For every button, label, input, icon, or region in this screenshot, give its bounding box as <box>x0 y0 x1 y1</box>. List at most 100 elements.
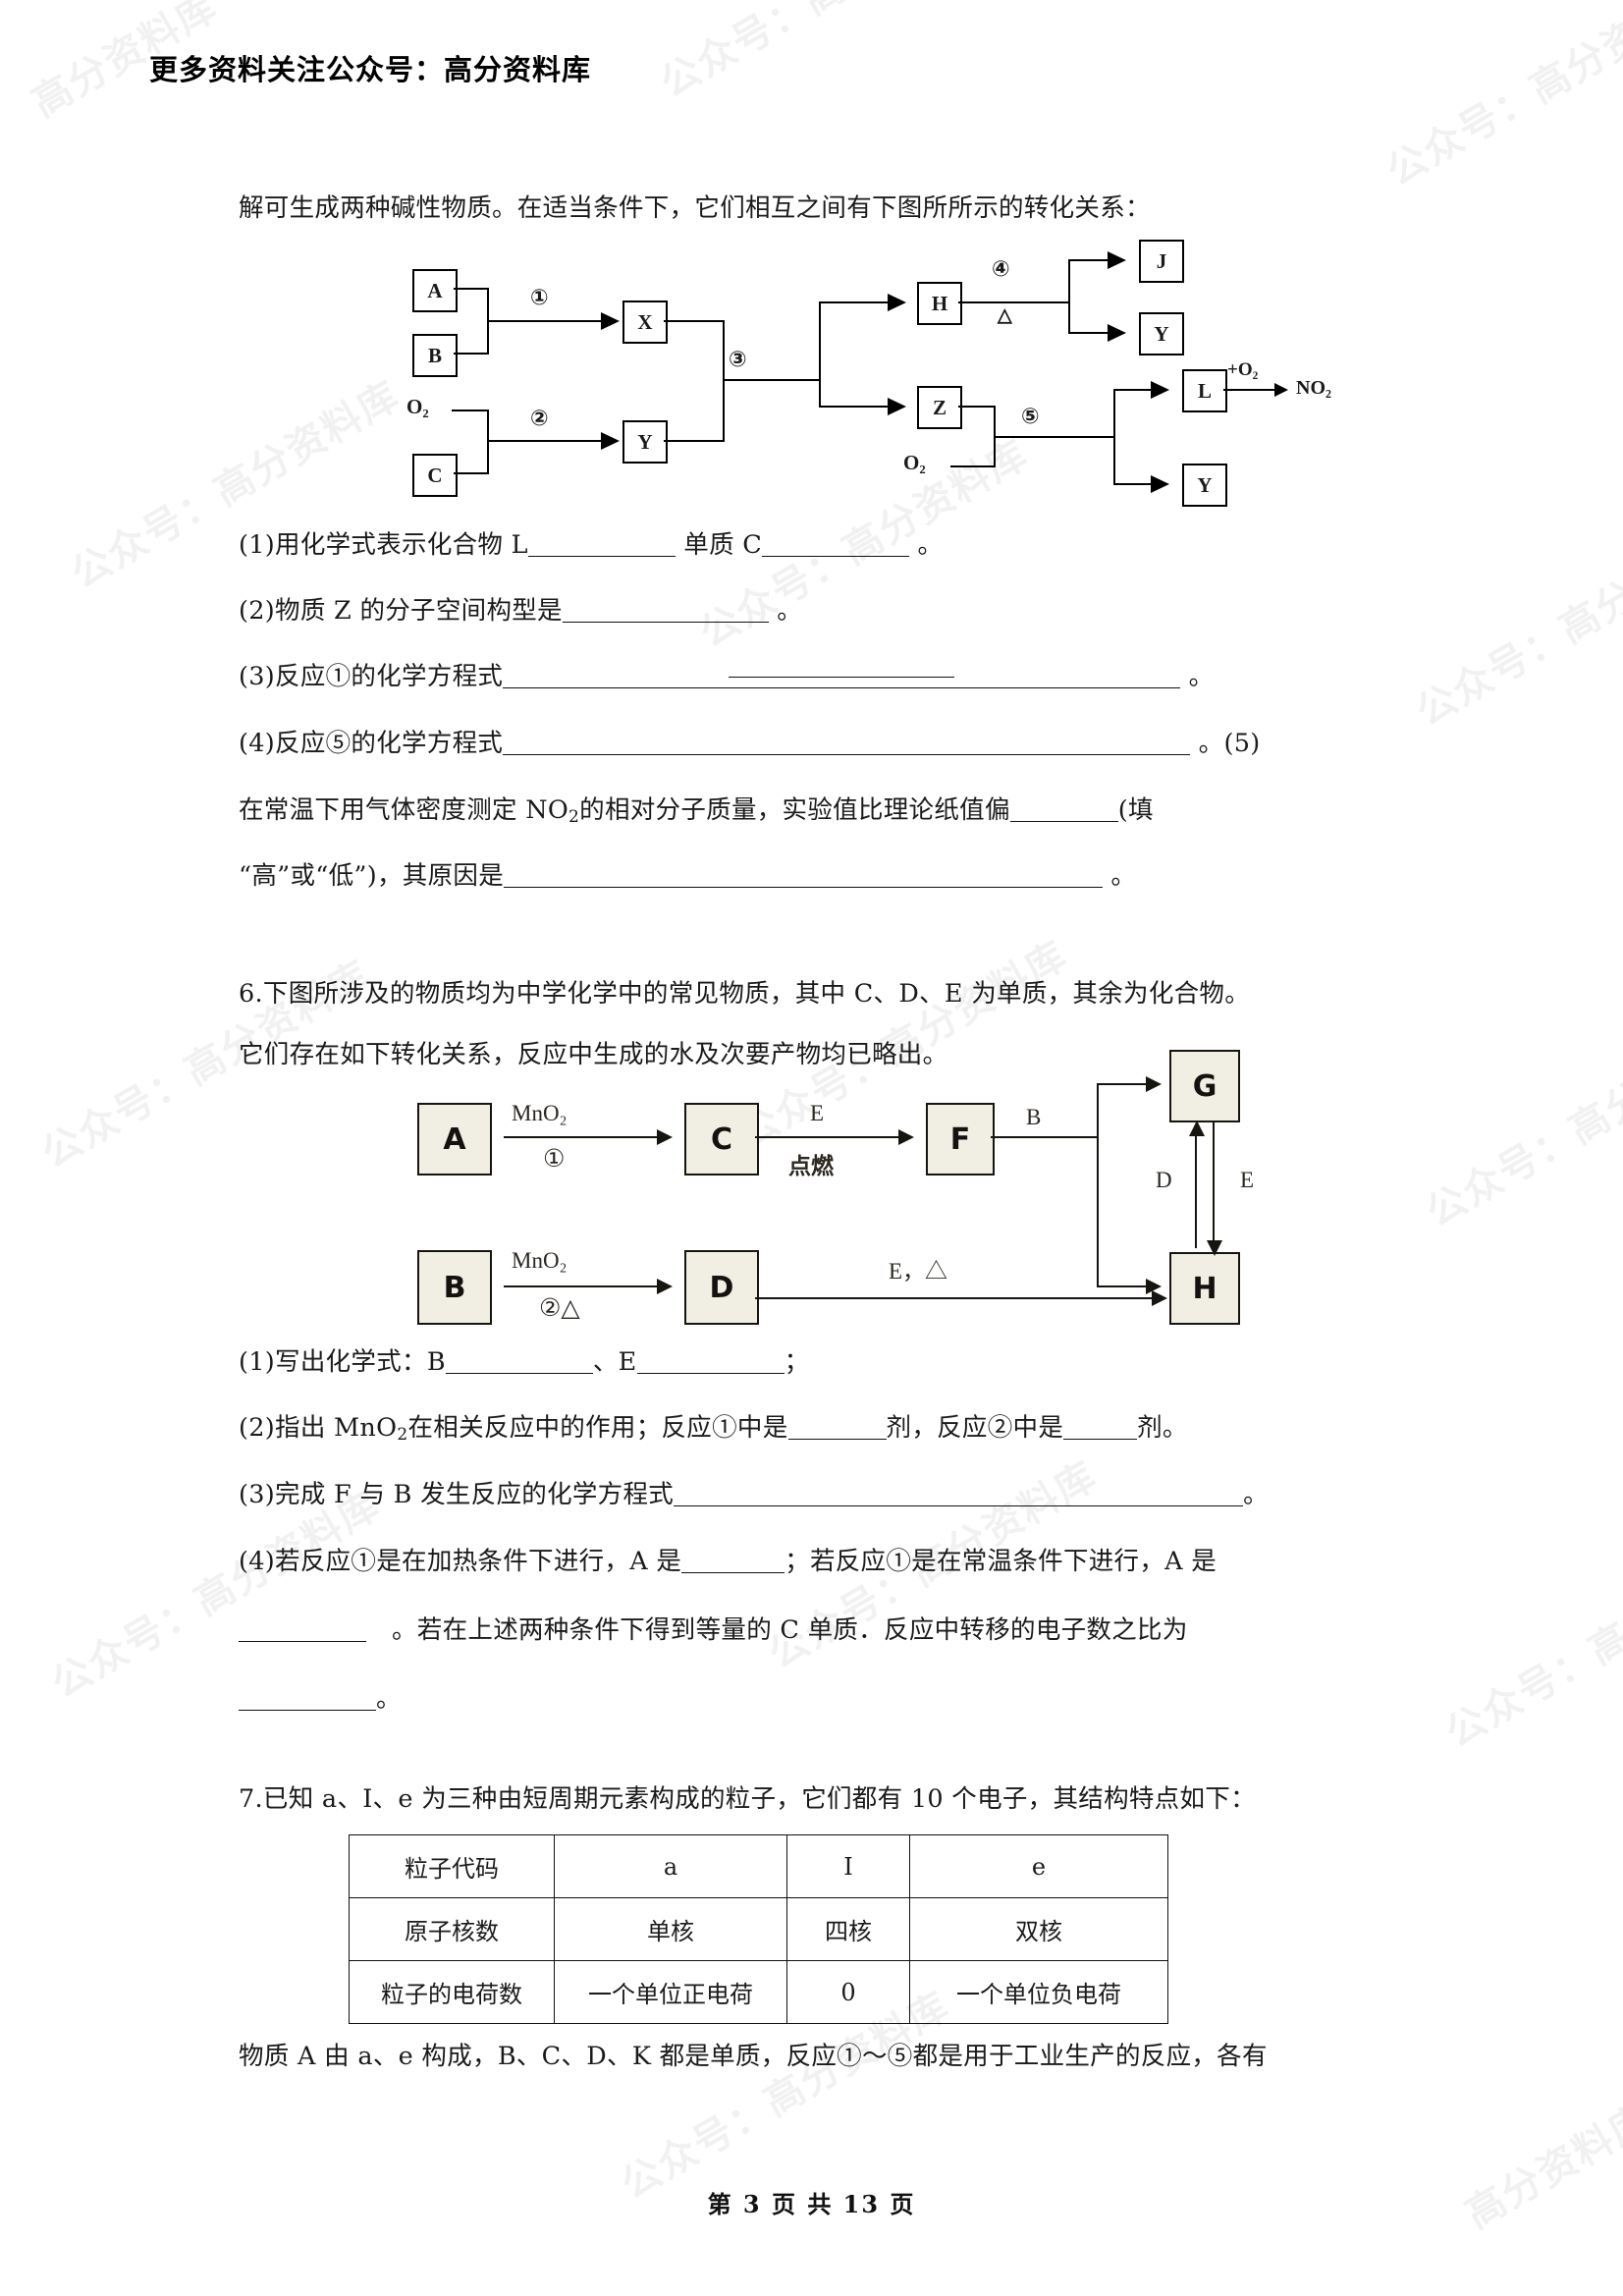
q5-5-end: (填 <box>1117 795 1154 825</box>
connector <box>1068 332 1113 335</box>
connector <box>1113 389 1157 392</box>
arrow-head <box>1151 475 1169 493</box>
arrow-head <box>888 398 906 415</box>
table-cell: 粒子代码 <box>349 1834 555 1898</box>
arrow-head <box>1108 324 1126 342</box>
diagram1-box-Y2: Y <box>1139 312 1184 355</box>
arrow-head <box>1108 251 1126 269</box>
q5-item-5-line2: “高”或“低”)，其原因是 。 <box>239 863 1417 890</box>
q5-3-end: 。 <box>1188 662 1215 691</box>
answer-blank[interactable] <box>1009 799 1118 822</box>
q5-1-end: 。 <box>917 530 944 560</box>
connector <box>819 301 893 304</box>
q5-item-3: (3)反应①的化学方程式 。 <box>239 662 1417 691</box>
connector <box>454 288 489 291</box>
diagram2-label-D-vert: D <box>1156 1168 1172 1192</box>
q5-1-mid: 单质 C <box>683 530 763 560</box>
q6-1-end: ； <box>784 1347 810 1377</box>
arrow-head <box>601 312 620 330</box>
q5-5-text: 在常温下用气体密度测定 NO <box>239 795 569 825</box>
connector <box>1113 389 1116 483</box>
connector <box>958 301 1070 304</box>
q5-4-end: 。(5) <box>1198 729 1261 758</box>
diagram2-label-E-top: E <box>810 1101 825 1125</box>
table-cell: a <box>554 1834 787 1898</box>
q6-item-3: (3)完成 F 与 B 发生反应的化学方程式 。 <box>239 1480 1417 1509</box>
q6-item-2: (2)指出 MnO2在相关反应中的作用；反应①中是剂，反应②中是剂。 <box>239 1413 1417 1444</box>
answer-blank[interactable] <box>239 1688 376 1711</box>
q5-2-end: 。 <box>777 596 803 626</box>
table-cell: 一个单位正电荷 <box>554 1960 787 2024</box>
connector <box>487 320 607 323</box>
q6-4-text: (4)若反应①是在加热条件下进行，A 是 <box>239 1547 682 1576</box>
answer-blank[interactable] <box>503 666 1181 688</box>
q6-2-mid: 在相关反应中的作用；反应①中是 <box>407 1413 788 1443</box>
arrow-head <box>601 432 620 450</box>
diagram1-box-Y3: Y <box>1182 464 1227 507</box>
connector <box>1097 1285 1152 1288</box>
diagram2-box-H: H <box>1169 1252 1240 1325</box>
arrow-head <box>888 294 906 311</box>
diagram2-box-C: C <box>684 1103 759 1175</box>
q5-item-4: (4)反应⑤的化学方程式 。(5) <box>239 729 1417 758</box>
diagram2-box-A: A <box>417 1103 492 1175</box>
arrow-head <box>1146 1076 1162 1092</box>
arrow-head <box>657 1279 673 1294</box>
answer-blank[interactable] <box>504 865 1103 888</box>
answer-blank[interactable] <box>527 534 676 557</box>
answer-blank[interactable] <box>503 733 1191 755</box>
connector <box>958 406 996 409</box>
q5-1-text: (1)用化学式表示化合物 L <box>239 530 528 560</box>
table-cell: I <box>786 1834 910 1898</box>
arrow-head <box>657 1129 673 1145</box>
answer-blank[interactable] <box>681 1551 785 1573</box>
table-row: 粒子的电荷数 一个单位正电荷 0 一个单位负电荷 <box>349 1960 1168 2024</box>
answer-blank[interactable] <box>674 1484 1244 1506</box>
diagram1-label-plus-o2: +O₂ <box>1227 359 1259 380</box>
connector <box>504 1136 661 1139</box>
answer-blank[interactable] <box>1063 1417 1138 1440</box>
q6-3-end: 。 <box>1243 1480 1269 1509</box>
q5-item-1: (1)用化学式表示化合物 L 单质 C 。 <box>239 530 1417 560</box>
table-cell: e <box>909 1834 1168 1898</box>
answer-blank[interactable] <box>787 1417 887 1440</box>
connector <box>994 436 1115 439</box>
q6-1-text: (1)写出化学式：B <box>239 1347 446 1377</box>
diagram1-step-4: ④ <box>992 257 1010 282</box>
diagram1-box-B: B <box>412 334 458 377</box>
q5-item-2: (2)物质 Z 的分子空间构型是 。 <box>239 596 1417 626</box>
connector <box>1195 1126 1198 1248</box>
q6-4-l3: 。 <box>376 1684 402 1714</box>
diagram1-box-A: A <box>412 269 458 312</box>
diagram2-box-B: B <box>417 1250 492 1325</box>
diagram2-box-F: F <box>926 1103 995 1175</box>
q6-item-1: (1)写出化学式：B、E； <box>239 1347 1417 1377</box>
connector <box>1113 483 1157 486</box>
particle-structure-table: 粒子代码 a I e 原子核数 单核 四核 双核 粒子的电荷数 一个单位正电荷 … <box>349 1834 1168 2024</box>
diagram2-label-E-delta: E，△ <box>889 1259 948 1284</box>
q6-item-4-line3: 。 <box>239 1684 1417 1714</box>
connector <box>723 379 821 382</box>
diagram2-box-G: G <box>1169 1050 1240 1122</box>
q6-item-4-line1: (4)若反应①是在加热条件下进行，A 是；若反应①是在常温条件下进行，A 是 <box>239 1547 1417 1576</box>
connector <box>1223 389 1278 392</box>
connector <box>664 320 725 323</box>
diagram1-box-J: J <box>1139 240 1184 283</box>
answer-blank[interactable] <box>445 1351 593 1374</box>
table-cell: 一个单位负电荷 <box>909 1960 1168 2024</box>
answer-blank[interactable] <box>636 1351 784 1374</box>
table-cell: 0 <box>786 1960 910 2024</box>
connector <box>1097 1083 1100 1285</box>
diagram2-label-B-right: B <box>1026 1105 1042 1129</box>
page-footer: 第 3 页 共 13 页 <box>707 2190 916 2218</box>
connector <box>1213 1122 1216 1244</box>
answer-blank[interactable] <box>239 1619 366 1642</box>
diagram1-label-o2-left: O₂ <box>406 395 429 418</box>
connector <box>1097 1083 1152 1086</box>
answer-blank[interactable] <box>762 534 910 557</box>
diagram2-box-D: D <box>684 1250 759 1325</box>
diagram1-step-3: ③ <box>729 348 747 372</box>
q6-3-text: (3)完成 F 与 B 发生反应的化学方程式 <box>239 1480 675 1509</box>
answer-blank[interactable] <box>562 600 769 623</box>
connector <box>755 1136 902 1139</box>
